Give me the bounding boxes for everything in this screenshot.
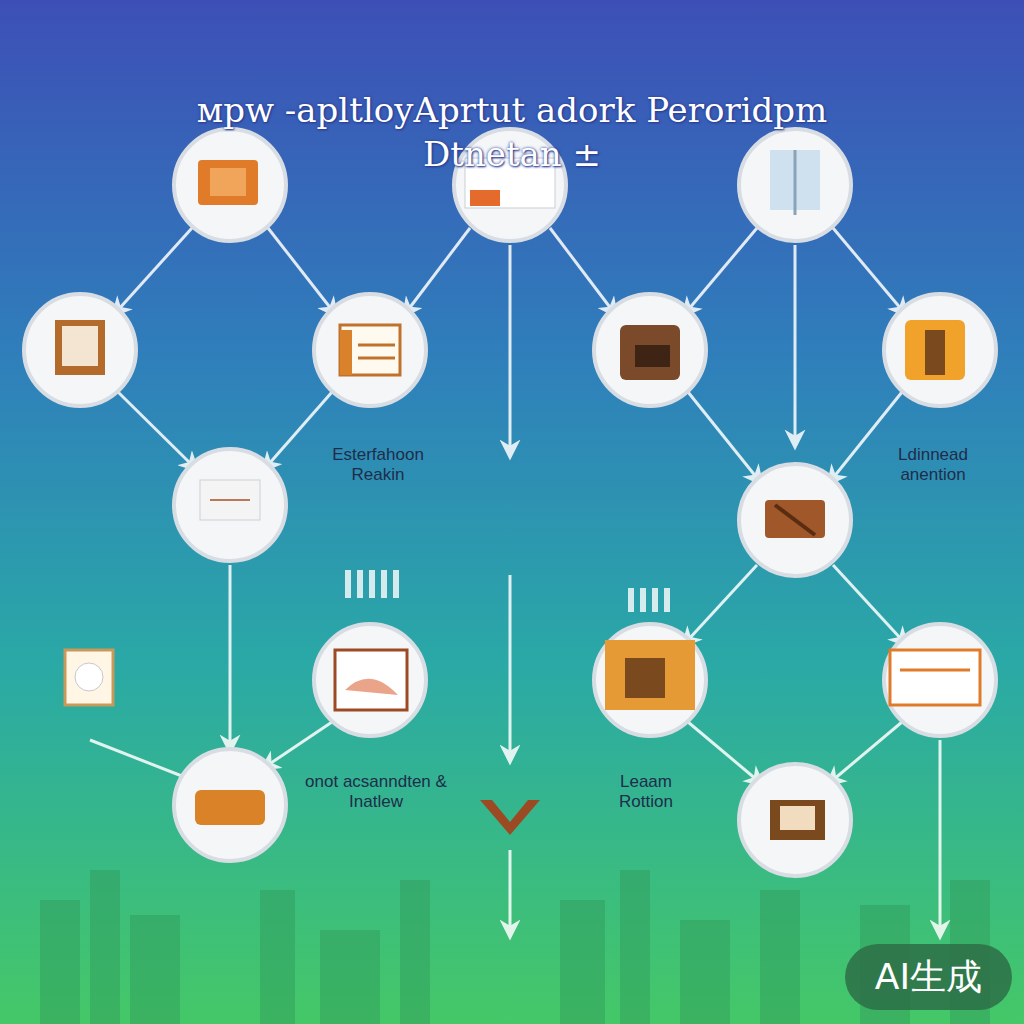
diagram-title: мpw -apltloyAprtut adork Peroridpm Dtnet… xyxy=(162,88,862,176)
node-caption: onot acsanndten & Inatlew xyxy=(296,772,456,812)
node-caption: Esterfahoon Reakin xyxy=(313,445,443,485)
node-caption: Leaam Rottion xyxy=(591,772,701,812)
watermark: AI生成 xyxy=(845,944,1012,1010)
node-caption: Ldinnead anention xyxy=(878,445,988,485)
